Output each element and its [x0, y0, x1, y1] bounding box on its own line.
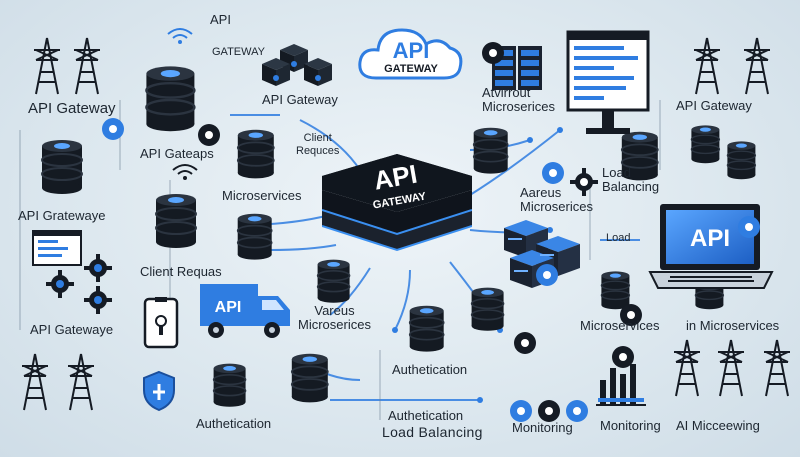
status-circle-icon — [198, 124, 220, 146]
power-tower-icon — [718, 339, 744, 397]
label-monitoring-1: Monitoring — [512, 420, 573, 435]
status-circle-icon — [510, 400, 532, 422]
label-gateway-top: GATEWAY — [212, 46, 265, 58]
label-api-gatewaye: API Gatewaye — [30, 322, 114, 337]
label-load-small: Load — [606, 232, 631, 244]
gear-icon — [570, 168, 598, 196]
database-icon — [236, 129, 275, 179]
monitor-icon — [566, 30, 650, 134]
database-icon — [470, 287, 505, 331]
power-tower-icon — [34, 37, 60, 95]
label-api-gateway-right: API Gateway — [676, 98, 752, 113]
label-vareus-microserices: Vareus Microserices — [298, 303, 371, 332]
label-client-requas: Client Requas — [140, 264, 222, 279]
status-circle-icon — [536, 264, 558, 286]
power-tower-icon — [744, 37, 770, 95]
label-load-balancing-right: Load Balancing — [602, 165, 660, 194]
label-api-gateway-mid: API Gateway — [262, 92, 338, 107]
cloud-title: API — [393, 38, 430, 63]
status-circle-icon — [612, 346, 634, 368]
database-icon — [408, 305, 445, 352]
wifi-icon — [167, 28, 193, 44]
cloud-subtitle: GATEWAY — [384, 63, 438, 75]
database-icon — [155, 194, 197, 248]
label-atvirrout-microserices: Atvirrout Microserices — [482, 85, 555, 114]
label-load-balancing-bottom: Load Balancing — [382, 424, 483, 440]
api-gateway-hub[interactable]: API GATEWAY — [322, 152, 472, 262]
gear-icon — [46, 270, 74, 298]
power-tower-icon — [674, 339, 700, 397]
label-authetication-left: Authetication — [196, 416, 272, 431]
laptop-icon[interactable]: API — [646, 200, 776, 300]
status-circle-icon — [482, 42, 504, 64]
power-tower-icon — [74, 37, 100, 95]
database-icon — [620, 131, 659, 181]
status-circle-icon — [738, 216, 760, 238]
label-client-requces: Client Requces — [296, 132, 340, 157]
label-microservices-right: Microservices — [580, 318, 660, 333]
laptop-screen-text: API — [690, 225, 730, 252]
database-icon — [690, 125, 721, 164]
bar-chart-icon — [596, 364, 646, 406]
status-circle-icon — [102, 118, 124, 140]
power-tower-icon — [764, 339, 790, 397]
database-icon — [726, 141, 757, 180]
database-icon — [145, 66, 196, 132]
status-circle-icon — [538, 400, 560, 422]
database-icon — [290, 353, 329, 403]
phone-icon — [143, 297, 179, 349]
power-tower-icon — [68, 353, 94, 411]
database-icon — [472, 127, 509, 174]
label-authetication-mid: Authetication — [392, 362, 468, 377]
wifi-icon — [172, 164, 198, 180]
truck-label: API — [215, 299, 242, 316]
label-microservices-left: Microservices — [222, 188, 302, 203]
database-icon — [600, 271, 631, 310]
label-api-top: API — [210, 12, 231, 27]
document-icon — [32, 230, 82, 266]
database-icon — [236, 213, 273, 260]
power-tower-icon — [22, 353, 48, 411]
status-circle-icon — [620, 304, 642, 326]
status-circle-icon — [542, 162, 564, 184]
label-in-microservices: in Microservices — [686, 318, 780, 333]
server-cube-icon — [262, 44, 332, 86]
status-circle-icon — [566, 400, 588, 422]
shield-icon — [143, 370, 175, 412]
status-circle-icon — [514, 332, 536, 354]
gear-icon — [84, 254, 112, 282]
label-api-gateaps: API Gateaps — [140, 146, 214, 161]
database-icon — [41, 140, 83, 194]
label-aareus-microserices: Aareus Microserices — [520, 185, 593, 214]
database-icon — [316, 259, 351, 303]
server-cube-icon — [492, 46, 542, 90]
power-tower-icon — [694, 37, 720, 95]
hub-title: API — [371, 159, 419, 196]
label-monitoring-2: Monitoring — [600, 418, 661, 433]
label-api-gateway-left: API Gateway — [28, 100, 116, 117]
label-api-gratewaye: API Gratewaye — [18, 208, 106, 223]
cloud-icon[interactable]: API GATEWAY — [356, 22, 466, 84]
gear-icon — [84, 286, 112, 314]
truck-icon: API — [200, 284, 290, 338]
label-ai-micceewing: AI Micceewing — [676, 418, 760, 433]
database-icon — [212, 363, 247, 407]
label-authetication-lb: Authetication — [388, 408, 464, 423]
